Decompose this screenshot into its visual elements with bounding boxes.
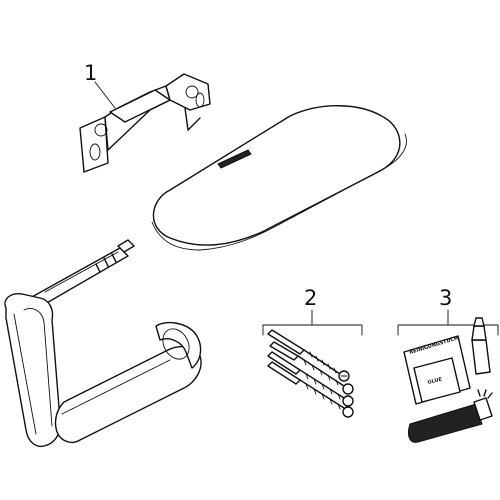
brand-logo-badge <box>217 149 252 169</box>
glue-tube <box>407 389 493 443</box>
glue-sachet <box>413 357 461 403</box>
screws-and-plugs <box>267 329 354 418</box>
screw-2 <box>269 341 354 395</box>
glue-label: GLUE <box>427 376 443 385</box>
wall-bracket <box>79 73 211 173</box>
callout-bracket-3 <box>397 309 499 336</box>
screw-3 <box>267 351 354 407</box>
callout-bracket-2 <box>262 309 363 336</box>
screw-1 <box>267 329 350 382</box>
callout-number-2: 2 <box>304 286 317 310</box>
screw-4 <box>267 361 354 418</box>
cleaning-glue-kit: REINIGUNGSTUCH GLUE <box>403 317 493 443</box>
paper-holder <box>4 239 202 448</box>
callout-leader-1 <box>94 81 116 109</box>
callout-number-1: 1 <box>84 61 97 85</box>
callout-number-3: 3 <box>439 286 452 310</box>
primer-bottle <box>471 317 491 375</box>
cover-plate <box>151 105 407 251</box>
